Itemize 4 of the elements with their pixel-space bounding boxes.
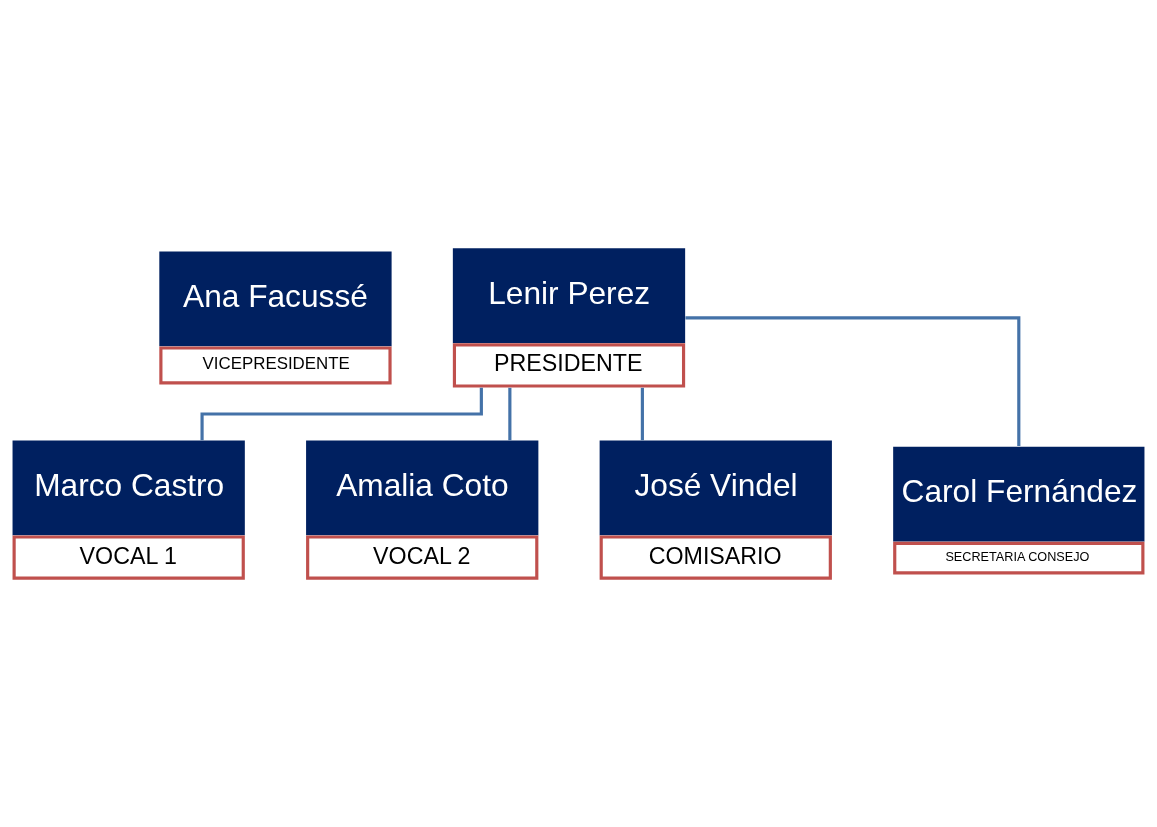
connector bbox=[508, 387, 512, 440]
connector bbox=[685, 315, 1021, 446]
connector bbox=[200, 387, 483, 440]
connector bbox=[640, 387, 644, 440]
